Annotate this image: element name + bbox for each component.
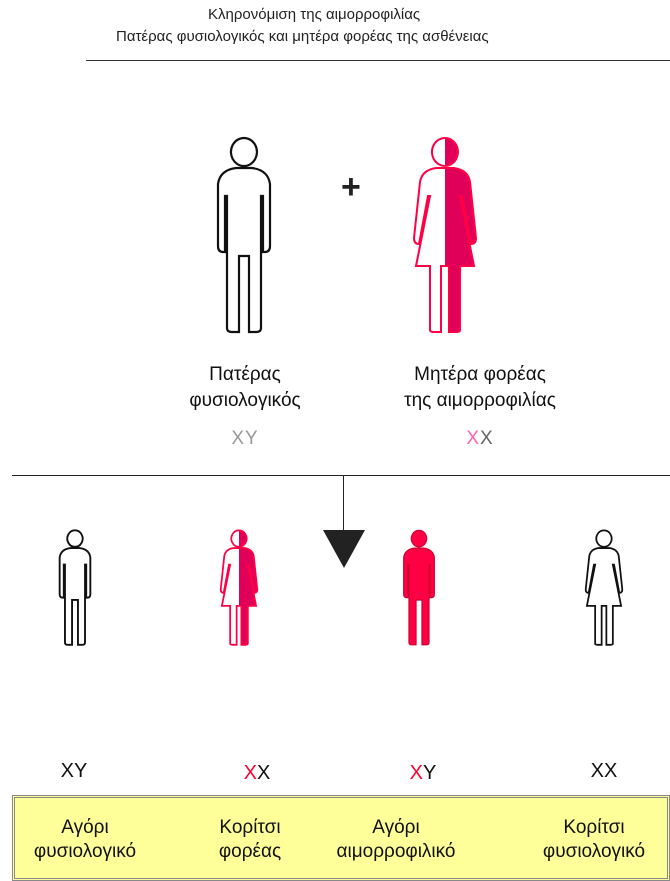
father-genotype: XY — [231, 428, 259, 449]
plus-sign: + — [341, 168, 361, 206]
son-hemophiliac-figure-icon — [403, 529, 435, 646]
mother-normal-x: X — [480, 428, 494, 449]
mother-affected-x: X — [466, 428, 480, 449]
child-genotype-4: XX — [590, 760, 618, 782]
legend-son-normal: Αγόρι φυσιολογικό — [33, 817, 137, 862]
child-genotype-3: XY — [409, 762, 437, 784]
daughter-carrier-figure-icon — [219, 529, 259, 646]
title: Κληρονόμιση της αιμορροφιλίας — [208, 6, 421, 23]
offspring-line — [12, 475, 670, 476]
son-normal-figure-icon — [58, 529, 92, 646]
subtitle: Πατέρας φυσιολογικός και μητέρα φορέας τ… — [116, 28, 489, 45]
child-genotype-1: XY — [60, 760, 88, 782]
mother-genotype: XX — [450, 428, 510, 450]
daughter-normal-figure-icon — [584, 529, 624, 646]
father-figure-icon — [216, 136, 272, 334]
offspring-legend: Αγόρι φυσιολογικό Κορίτσι φορέας Αγόρι α… — [12, 795, 670, 881]
legend-daughter-normal: Κορίτσι φυσιολογικό — [542, 817, 646, 862]
legend-daughter-carrier: Κορίτσι φορέας — [218, 817, 282, 862]
father-label: Πατέρας φυσιολογικός — [189, 364, 301, 411]
mother-carrier-figure-icon — [413, 137, 477, 333]
legend-son-hemophiliac: Αγόρι αιμορροφιλικό — [336, 817, 456, 862]
mother-label: Μητέρα φορέας της αιμορροφιλίας — [404, 364, 556, 411]
child-genotype-2: XX — [243, 762, 271, 784]
arrow-down-icon — [323, 530, 365, 568]
descent-line — [343, 476, 344, 530]
title-divider — [86, 60, 670, 61]
